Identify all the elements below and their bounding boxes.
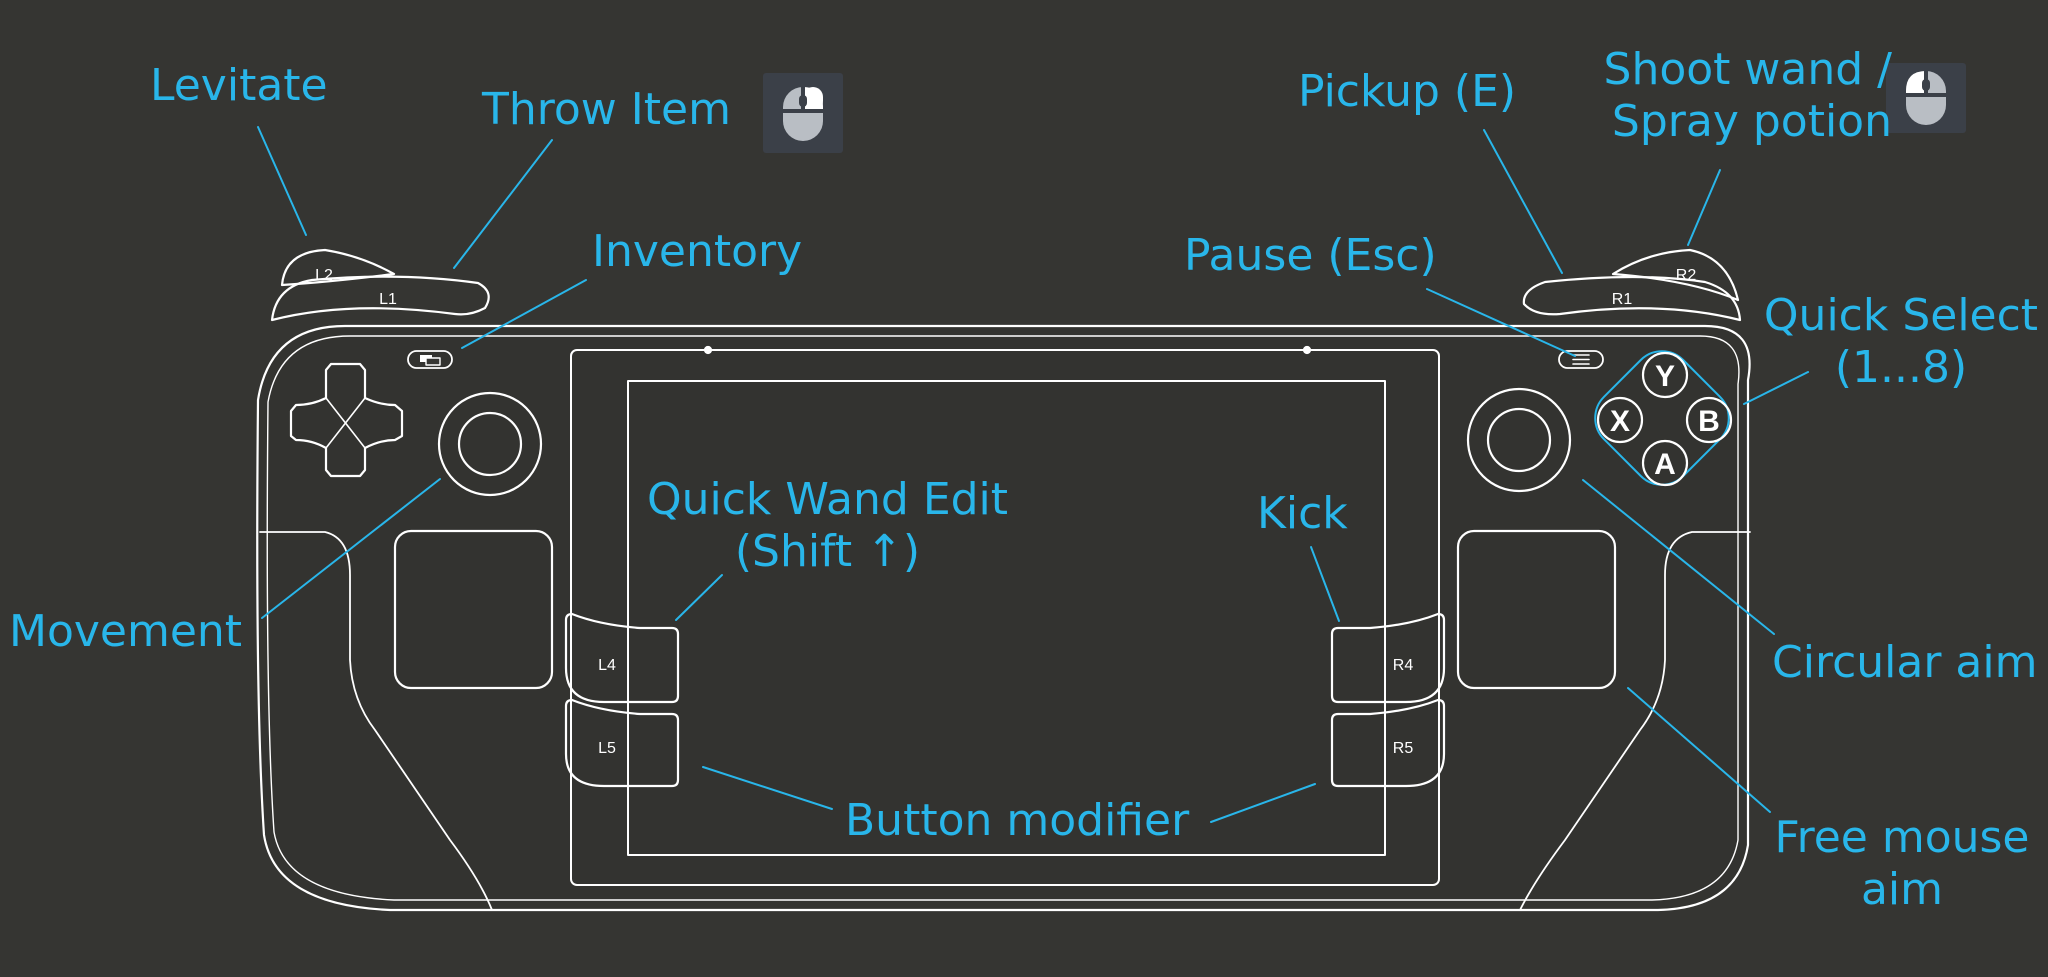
dpad-center-cross	[325, 397, 366, 449]
leader-throw-item	[453, 139, 553, 269]
callout-movement: Movement	[9, 606, 243, 657]
r5-label: R5	[1393, 740, 1414, 757]
callout-quick-wand-edit-line-1: Quick Wand Edit	[646, 474, 1009, 525]
left-trackpad[interactable]	[393, 529, 554, 690]
r2-label: R2	[1676, 267, 1697, 284]
screen-bezel	[570, 349, 1440, 886]
l1-bumper[interactable]	[270, 275, 490, 322]
callout-quick-wand-edit: Quick Wand Edit (Shift ↑)	[645, 474, 1010, 578]
leader-button-modifier-left	[702, 766, 833, 810]
throw-item-mouse-badge	[763, 73, 843, 153]
callout-shoot-wand-line-1: Shoot wand /	[1603, 44, 1892, 95]
l4-label: L4	[598, 657, 616, 674]
leader-quick-wand-edit	[675, 574, 723, 621]
l4-back-button[interactable]	[564, 612, 680, 704]
callout-throw-item: Throw Item	[482, 84, 731, 135]
callout-shoot-wand-line-2: Spray potion	[1611, 96, 1892, 147]
leader-lines	[257, 126, 1809, 823]
leader-kick	[1310, 546, 1340, 622]
menu-button[interactable]	[1558, 350, 1604, 369]
callout-pause: Pause (Esc)	[1184, 230, 1437, 281]
callout-free-mouse-aim-line-1: Free mouse	[1774, 812, 2030, 863]
leader-movement	[261, 478, 441, 619]
view-button[interactable]	[407, 350, 453, 369]
right-stick-cap	[1486, 407, 1552, 473]
right-trackpad[interactable]	[1456, 529, 1617, 690]
right-grip-outline	[1519, 531, 1751, 911]
leader-quick-select	[1743, 371, 1809, 405]
l2-trigger[interactable]	[280, 248, 396, 287]
callout-pickup: Pickup (E)	[1298, 66, 1517, 117]
callout-quick-select-line-1: Quick Select	[1763, 290, 2039, 341]
r4-back-button[interactable]	[1330, 612, 1446, 704]
callout-kick: Kick	[1257, 488, 1348, 539]
face-button-b[interactable]	[1685, 396, 1733, 444]
right-speaker-dot	[1302, 345, 1312, 355]
leader-circular-aim	[1582, 479, 1775, 635]
face-b-label: B	[1698, 405, 1720, 438]
face-a-label: A	[1654, 448, 1676, 481]
callout-quick-wand-edit-line-2: (Shift ↑)	[734, 526, 921, 577]
l2-label: L2	[315, 267, 333, 284]
callout-quick-select: Quick Select (1...8)	[1760, 290, 2042, 394]
callout-circular-aim: Circular aim	[1772, 637, 2038, 688]
right-stick-ring[interactable]	[1466, 387, 1572, 493]
face-button-a[interactable]	[1641, 439, 1689, 487]
callout-free-mouse-aim: Free mouse aim	[1758, 812, 2046, 916]
l5-label: L5	[598, 740, 616, 757]
view-button-icon	[420, 355, 441, 366]
device-body-outline	[256, 324, 1751, 912]
leader-inventory	[461, 279, 587, 349]
mouse-left-click-icon	[1906, 71, 1946, 125]
face-x-label: X	[1610, 405, 1630, 438]
r4-label: R4	[1393, 657, 1414, 674]
leader-shoot-wand	[1687, 169, 1721, 246]
callout-quick-select-line-2: (1...8)	[1834, 342, 1968, 393]
callout-levitate: Levitate	[150, 60, 328, 111]
screen-display	[627, 380, 1386, 856]
r1-bumper[interactable]	[1522, 275, 1742, 322]
face-y-label: Y	[1655, 360, 1675, 393]
left-stick-ring[interactable]	[437, 391, 543, 497]
menu-button-icon	[1572, 354, 1590, 365]
leader-levitate	[257, 126, 307, 236]
callout-button-modifier: Button modifier	[845, 795, 1190, 846]
face-button-y[interactable]	[1641, 351, 1689, 399]
r5-back-button[interactable]	[1330, 698, 1446, 788]
callout-free-mouse-aim-line-2: aim	[1860, 864, 1944, 915]
l5-back-button[interactable]	[564, 698, 680, 788]
face-button-x[interactable]	[1596, 396, 1644, 444]
leader-pause	[1426, 288, 1576, 357]
leader-pickup	[1483, 129, 1563, 274]
r1-label: R1	[1612, 291, 1633, 308]
face-button-diamond	[1594, 350, 1730, 486]
callout-shoot-wand: Shoot wand / Spray potion	[1592, 44, 1892, 148]
left-speaker-dot	[703, 345, 713, 355]
shoot-wand-mouse-badge	[1886, 63, 1966, 133]
left-stick-cap	[457, 411, 523, 477]
left-grip-outline	[259, 531, 493, 911]
r2-trigger[interactable]	[1611, 248, 1740, 302]
device-body-inner-line	[266, 335, 1740, 901]
callout-inventory: Inventory	[592, 226, 803, 277]
mouse-right-click-icon	[783, 87, 823, 141]
l1-label: L1	[379, 291, 397, 308]
leader-button-modifier-right	[1210, 783, 1316, 823]
dpad[interactable]	[289, 362, 404, 478]
leader-free-mouse-aim	[1627, 687, 1771, 813]
